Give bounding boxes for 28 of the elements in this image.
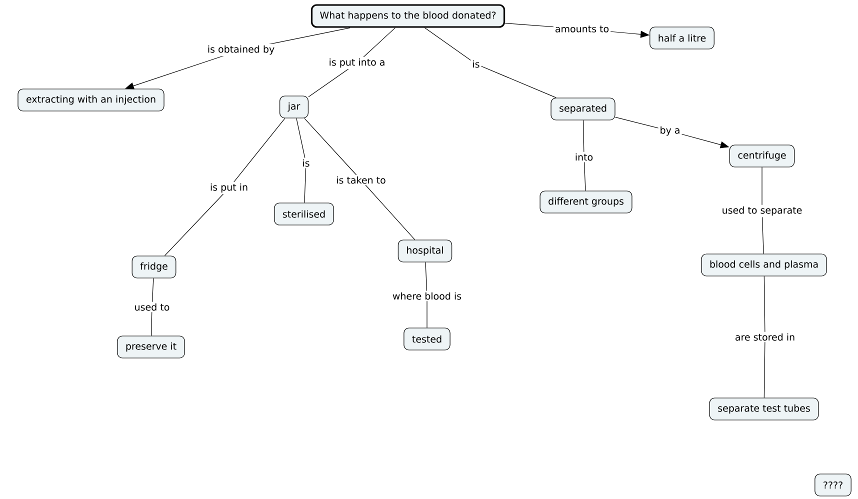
concept-box: different groups [540, 190, 632, 214]
edge-label: used to separate [720, 204, 804, 218]
concept-box: separated [550, 98, 616, 120]
edge-label: is put in [208, 182, 250, 194]
concept-box: hospital [398, 240, 452, 262]
concept-box: jar [280, 96, 308, 118]
edge-label: is obtained by [206, 44, 276, 56]
edge-label: is put into a [327, 56, 387, 70]
concept-box: What happens to the blood donated? [310, 4, 506, 28]
concept-box: extracting with an injection [18, 88, 164, 112]
concept-box: half a litre [650, 26, 714, 50]
edge-label: into [573, 152, 595, 162]
concept-box: separate test tubes [709, 398, 819, 420]
concept-box: blood cells and plasma [701, 254, 827, 276]
edge-label: is taken to [334, 174, 388, 186]
edge-label: by a [658, 124, 682, 138]
concept-box: preserve it [117, 336, 185, 358]
edge-label: is [300, 158, 312, 168]
edge-label: used to [132, 302, 172, 312]
concept-box: fridge [132, 256, 176, 278]
concept-box: tested [404, 328, 450, 350]
edge-label: is [470, 58, 482, 70]
concept-box: ???? [814, 474, 852, 496]
concept-box: sterilised [274, 202, 334, 226]
edge-label: where blood is [390, 290, 464, 302]
edge-label: are stored in [733, 332, 797, 342]
concept-box: centrifuge [729, 144, 795, 168]
edge-label: amounts to [553, 24, 611, 34]
